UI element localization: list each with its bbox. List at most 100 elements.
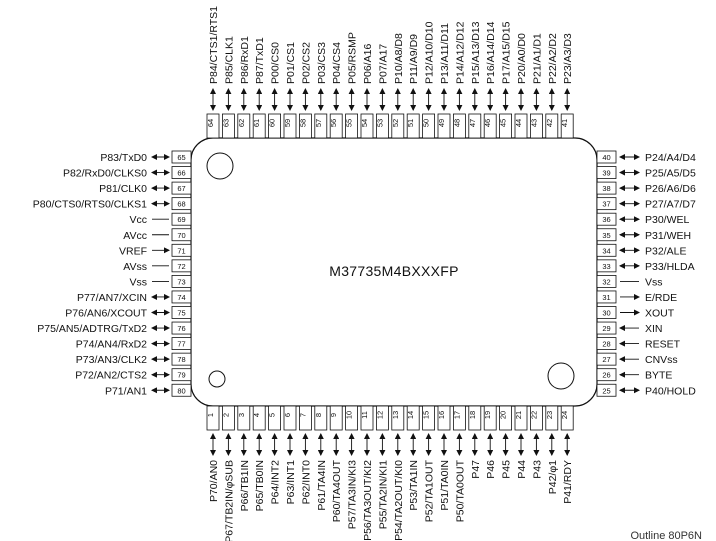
pin-box	[596, 290, 617, 304]
pin-label: P74/AN4/RxD2	[76, 339, 147, 351]
pin-box	[283, 113, 297, 139]
pin-number: 69	[177, 215, 185, 224]
pin-box	[596, 383, 617, 397]
pin-box	[391, 405, 405, 431]
pin-box	[499, 405, 513, 431]
pin-box	[171, 243, 192, 257]
pin-label: P10/A8/D8	[393, 33, 405, 84]
pin-label: Vss	[129, 276, 147, 288]
pin-box	[596, 352, 617, 366]
pin-number: 47	[468, 119, 477, 127]
pin-number: 38	[602, 184, 610, 193]
pin-number: 25	[602, 386, 610, 395]
pin-label: P17/A15/D15	[501, 21, 513, 84]
pin-number: 34	[602, 246, 610, 255]
pin-box	[596, 321, 617, 335]
pin-number: 56	[329, 119, 338, 127]
pin-label: P82/RxD0/CLKS0	[63, 168, 147, 180]
pin-number: 31	[602, 293, 610, 302]
pin-label: P15/A13/D13	[470, 21, 482, 84]
pin-number: 62	[237, 119, 246, 127]
pin-label: P23/A3/D3	[562, 33, 574, 84]
pin-box	[171, 368, 192, 382]
pin-number: 6	[283, 413, 292, 417]
pin-number: 41	[560, 119, 569, 127]
pin-box	[171, 290, 192, 304]
pin-number: 15	[422, 411, 431, 419]
pin-label: P47	[470, 460, 482, 479]
pin-label: P65/TB0IN	[254, 460, 266, 511]
pin-label: P51/TA0IN	[439, 460, 451, 511]
pin1-marker-large	[206, 152, 234, 180]
pin-box	[514, 113, 528, 139]
pin-number: 64	[206, 119, 215, 127]
pin-label: P40/HOLD	[645, 385, 696, 397]
pin-label: P26/A6/D6	[645, 183, 696, 195]
pin-number: 66	[177, 169, 185, 178]
pin-label: P04/CS4	[331, 42, 343, 84]
pin-box	[268, 113, 282, 139]
pin-number: 58	[298, 119, 307, 127]
pins-layer: 65P83/TxD066P82/RxD0/CLKS067P81/CLK068P8…	[33, 6, 696, 541]
pin-label: P52/TA1OUT	[424, 459, 436, 522]
pin-label: P77/AN7/XCIN	[77, 292, 147, 304]
pin-box	[530, 113, 543, 139]
pin-label: P24/A4/D4	[645, 152, 696, 164]
pin-label: P84/CTS1/RTS1	[208, 6, 220, 84]
pin-number: 9	[329, 413, 338, 417]
pin-label: P45	[501, 460, 513, 479]
pin-box	[596, 197, 617, 211]
pin-number: 36	[602, 215, 610, 224]
pin-box	[514, 405, 528, 431]
pin-label: P43	[531, 460, 543, 479]
pin-label: BYTE	[645, 370, 672, 382]
pin-number: 27	[602, 355, 610, 364]
pin-number: 20	[499, 411, 508, 419]
pin-label: P54/TA2OUT/KI0	[393, 460, 405, 541]
pin-box	[596, 150, 617, 164]
pin-box	[345, 405, 359, 431]
pin-label: P00/CS0	[270, 42, 282, 84]
pin-label: P75/AN5/ADTRG/TxD2	[37, 323, 147, 335]
pin-box	[345, 113, 359, 139]
pin-box	[545, 113, 559, 139]
pin-number: 60	[268, 119, 277, 127]
pin-label: P03/CS3	[316, 42, 328, 84]
pin-label: P11/A9/D9	[408, 34, 420, 84]
pin-box	[596, 274, 617, 288]
pin-marker-small	[208, 370, 226, 388]
pin-box	[530, 405, 543, 431]
pin-label: AVss	[123, 261, 147, 273]
pin-label: P70/AN0	[208, 460, 220, 502]
pin-number: 10	[345, 411, 354, 419]
pin-box	[314, 405, 328, 431]
pin-marker-right	[547, 362, 575, 390]
pin-label: P53/TA1IN	[408, 460, 420, 511]
pin-number: 74	[177, 293, 185, 302]
pin-box	[596, 212, 617, 226]
pin-label: XIN	[645, 323, 663, 335]
pin-label: P80/CTS0/RTS0/CLKS1	[33, 199, 147, 211]
pin-label: P63/INT1	[285, 460, 297, 505]
pin-box	[375, 405, 389, 431]
pin-box	[422, 113, 436, 139]
pin-label: P14/A12/D12	[454, 21, 466, 84]
pin-number: 55	[345, 119, 354, 127]
pin-number: 35	[602, 231, 610, 240]
pin-label: P44	[516, 460, 528, 479]
pin-box	[171, 274, 192, 288]
pin-number: 18	[468, 411, 477, 419]
pin-box	[596, 166, 617, 179]
pin-box	[298, 405, 312, 431]
pin-number: 3	[237, 413, 246, 417]
pin-label: P62/INT0	[300, 460, 312, 505]
pin-label: E/RDE	[645, 292, 677, 304]
pin-number: 79	[177, 371, 185, 380]
pin-number: 37	[602, 200, 610, 209]
pin-number: 53	[375, 119, 384, 127]
pin-number: 70	[177, 231, 185, 240]
pin-box	[171, 337, 192, 351]
pin-label: P25/A5/D5	[645, 168, 696, 180]
pin-box	[596, 243, 617, 257]
